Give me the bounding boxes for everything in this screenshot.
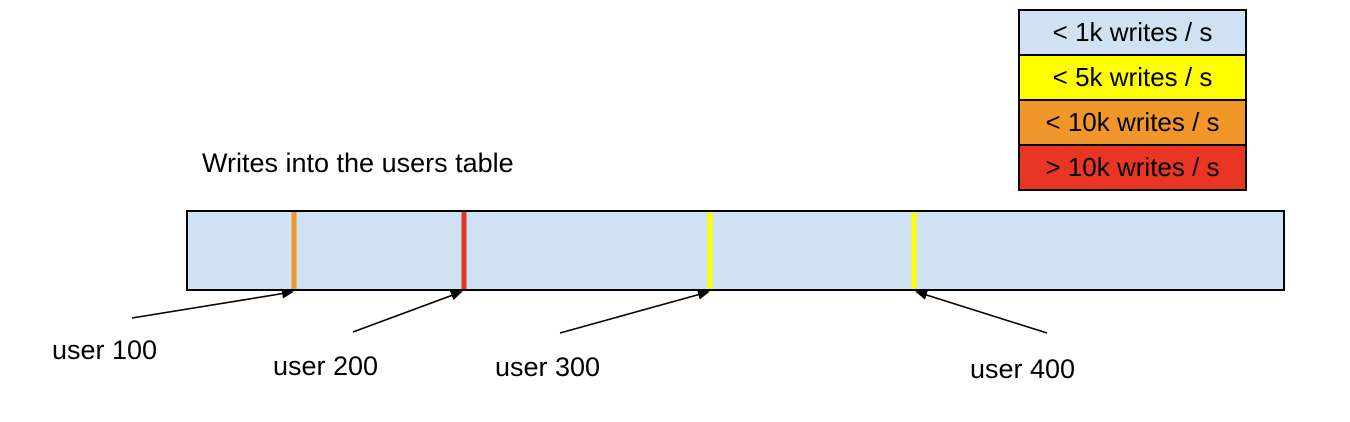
label-user-400: user 400	[970, 354, 1076, 384]
label-user-300: user 300	[495, 352, 601, 382]
diagram-title: Writes into the users table	[202, 148, 514, 178]
hotspot-user-300	[707, 212, 713, 289]
hotspot-user-400	[911, 212, 917, 289]
legend-item-label: < 1k writes / s	[1052, 17, 1213, 47]
legend-item-lt-10k: < 10k writes / s	[1018, 99, 1247, 146]
arrow-user-400	[915, 290, 1048, 334]
legend-item-label: < 10k writes / s	[1045, 107, 1220, 137]
hotspot-user-200	[461, 212, 467, 289]
arrow-user-100	[131, 288, 294, 319]
arrow-user-200	[352, 290, 463, 333]
arrow-user-300	[559, 289, 710, 334]
legend-item-label: > 10k writes / s	[1045, 152, 1220, 182]
hotspot-user-100	[291, 212, 297, 289]
label-user-100: user 100	[52, 335, 158, 365]
users-table-bar	[186, 210, 1285, 291]
label-user-200: user 200	[273, 351, 379, 381]
legend-item-gt-10k: > 10k writes / s	[1018, 144, 1247, 191]
legend-item-lt-5k: < 5k writes / s	[1018, 54, 1247, 101]
legend-item-label: < 5k writes / s	[1052, 62, 1213, 92]
legend: < 1k writes / s < 5k writes / s < 10k wr…	[1018, 9, 1247, 191]
legend-item-lt-1k: < 1k writes / s	[1018, 9, 1247, 56]
